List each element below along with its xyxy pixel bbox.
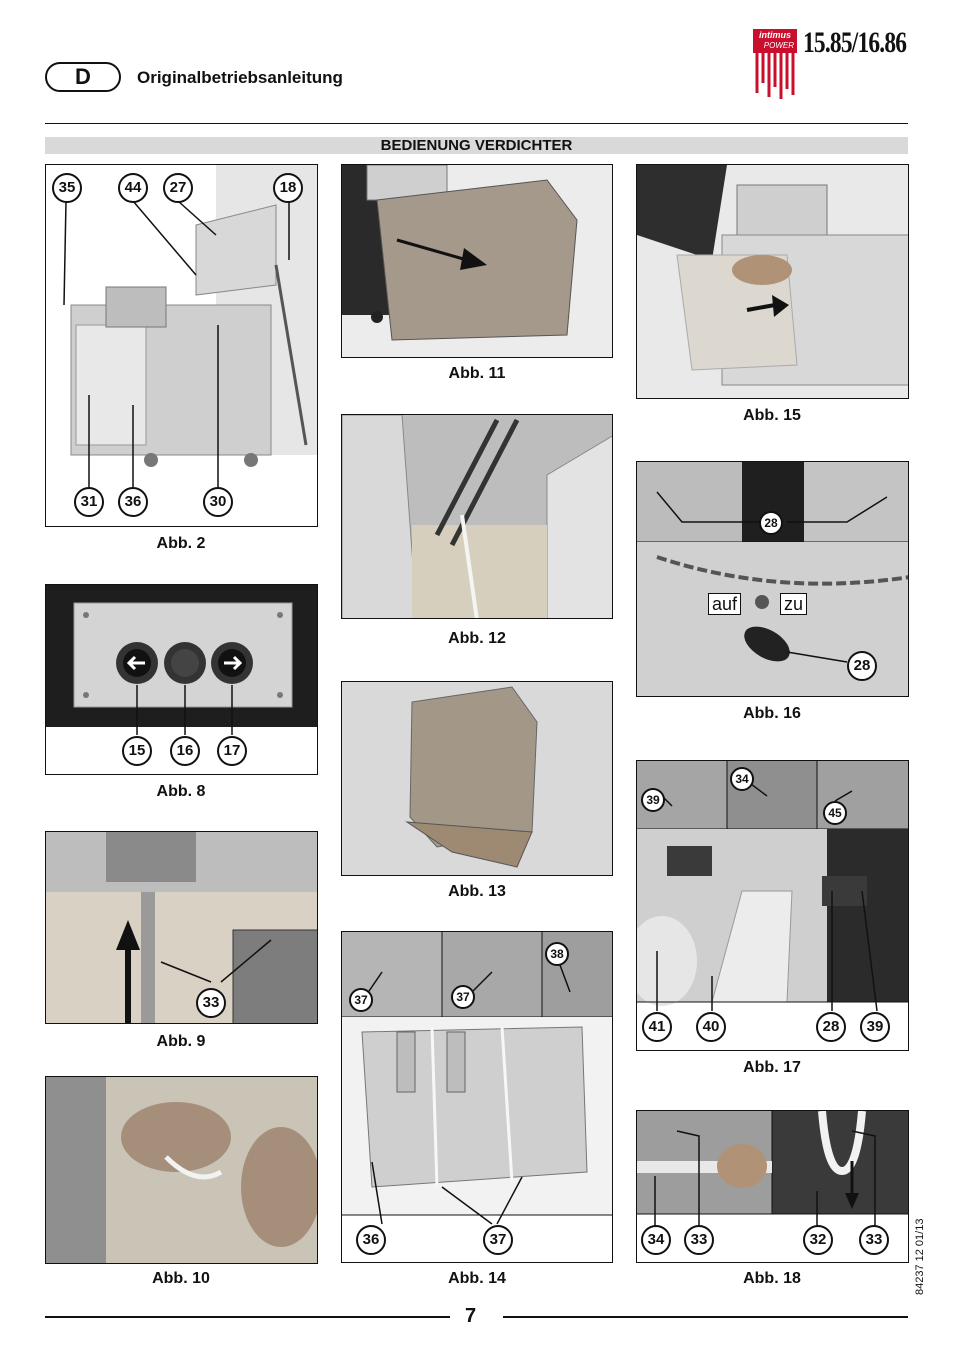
finished-bale-image bbox=[342, 682, 612, 875]
callout-15: 15 bbox=[122, 736, 152, 766]
callout-33a: 33 bbox=[684, 1225, 714, 1255]
callout-44: 44 bbox=[118, 173, 148, 203]
language-badge: D bbox=[45, 62, 121, 92]
strap-tension-image bbox=[637, 1111, 908, 1226]
document-number: 84237 12 01/13 bbox=[914, 1218, 926, 1295]
caption-abb9: Abb. 9 bbox=[156, 1033, 206, 1050]
model-number: 15.85/16.86 bbox=[803, 26, 907, 59]
figure-abb9: 33 bbox=[45, 831, 318, 1024]
label-zu: zu bbox=[780, 593, 808, 615]
callout-37c: 37 bbox=[483, 1225, 513, 1255]
caption-abb16: Abb. 16 bbox=[743, 705, 801, 722]
callout-39b: 39 bbox=[860, 1012, 890, 1042]
logo-sub: POWER bbox=[763, 41, 794, 50]
callout-38: 38 bbox=[545, 942, 569, 966]
caption-abb15: Abb. 15 bbox=[743, 407, 801, 424]
caption-abb2: Abb. 2 bbox=[156, 535, 206, 552]
caption-abb14: Abb. 14 bbox=[448, 1270, 506, 1287]
control-panel-image bbox=[46, 585, 317, 735]
caption-abb13: Abb. 13 bbox=[448, 883, 506, 900]
figure-abb15 bbox=[636, 164, 909, 399]
figure-abb16: 28 28 auf zu bbox=[636, 461, 909, 697]
callout-34: 34 bbox=[641, 1225, 671, 1255]
caption-abb18: Abb. 18 bbox=[743, 1270, 801, 1287]
logo-shred-icon bbox=[755, 53, 795, 99]
compactor-machine-image bbox=[63, 165, 317, 487]
figure-abb17: 34 39 45 41 40 28 39 bbox=[636, 760, 909, 1051]
bale-removal-image bbox=[342, 165, 612, 357]
callout-17: 17 bbox=[217, 736, 247, 766]
callout-41: 41 bbox=[642, 1012, 672, 1042]
figure-abb13 bbox=[341, 681, 613, 876]
callout-28a: 28 bbox=[759, 511, 783, 535]
header-rule bbox=[45, 123, 908, 124]
figure-abb11 bbox=[341, 164, 613, 358]
caption-abb17: Abb. 17 bbox=[743, 1059, 801, 1076]
callout-40: 40 bbox=[696, 1012, 726, 1042]
figure-abb10 bbox=[45, 1076, 318, 1264]
callout-33: 33 bbox=[196, 988, 226, 1018]
page-number: 7 bbox=[465, 1305, 477, 1327]
figure-abb8: 15 16 17 bbox=[45, 584, 318, 775]
insert-bag-image bbox=[637, 165, 908, 398]
logo-brand: intimus bbox=[758, 30, 791, 40]
callout-45: 45 bbox=[823, 801, 847, 825]
callout-28: 28 bbox=[816, 1012, 846, 1042]
callout-36: 36 bbox=[356, 1225, 386, 1255]
strap-feed-image bbox=[637, 761, 908, 1012]
figure-abb2: 35 44 27 18 31 36 30 bbox=[45, 164, 318, 527]
strapping-image bbox=[46, 832, 317, 1023]
intimus-logo: intimus POWER bbox=[753, 29, 797, 53]
label-auf: auf bbox=[708, 593, 742, 615]
tying-image bbox=[46, 1077, 317, 1263]
callout-27: 27 bbox=[163, 173, 193, 203]
figure-abb12 bbox=[341, 414, 613, 619]
callout-28b: 28 bbox=[847, 651, 877, 681]
strap-guides-image bbox=[342, 932, 612, 1225]
document-title: Originalbetriebsanleitung bbox=[137, 68, 343, 87]
callout-30: 30 bbox=[203, 487, 233, 517]
caption-abb10: Abb. 10 bbox=[152, 1270, 210, 1287]
section-title: BEDIENUNG VERDICHTER bbox=[45, 137, 908, 154]
callout-33b: 33 bbox=[859, 1225, 889, 1255]
callout-31: 31 bbox=[74, 487, 104, 517]
callout-35: 35 bbox=[52, 173, 82, 203]
footer-rule-right bbox=[503, 1316, 908, 1318]
callout-18: 18 bbox=[273, 173, 303, 203]
figure-abb18: 34 33 32 33 bbox=[636, 1110, 909, 1263]
caption-abb11: Abb. 11 bbox=[448, 365, 506, 382]
callout-39a: 39 bbox=[641, 788, 665, 812]
callout-37a: 37 bbox=[349, 988, 373, 1012]
callout-34: 34 bbox=[730, 767, 754, 791]
callout-32: 32 bbox=[803, 1225, 833, 1255]
cutting-strap-image bbox=[342, 415, 612, 618]
callout-37b: 37 bbox=[451, 985, 475, 1009]
footer-rule-left bbox=[45, 1316, 450, 1318]
callout-16: 16 bbox=[170, 736, 200, 766]
caption-abb8: Abb. 8 bbox=[156, 783, 206, 800]
figure-abb14: 37 37 38 36 37 bbox=[341, 931, 613, 1263]
callout-36: 36 bbox=[118, 487, 148, 517]
caption-abb12: Abb. 12 bbox=[448, 630, 506, 647]
